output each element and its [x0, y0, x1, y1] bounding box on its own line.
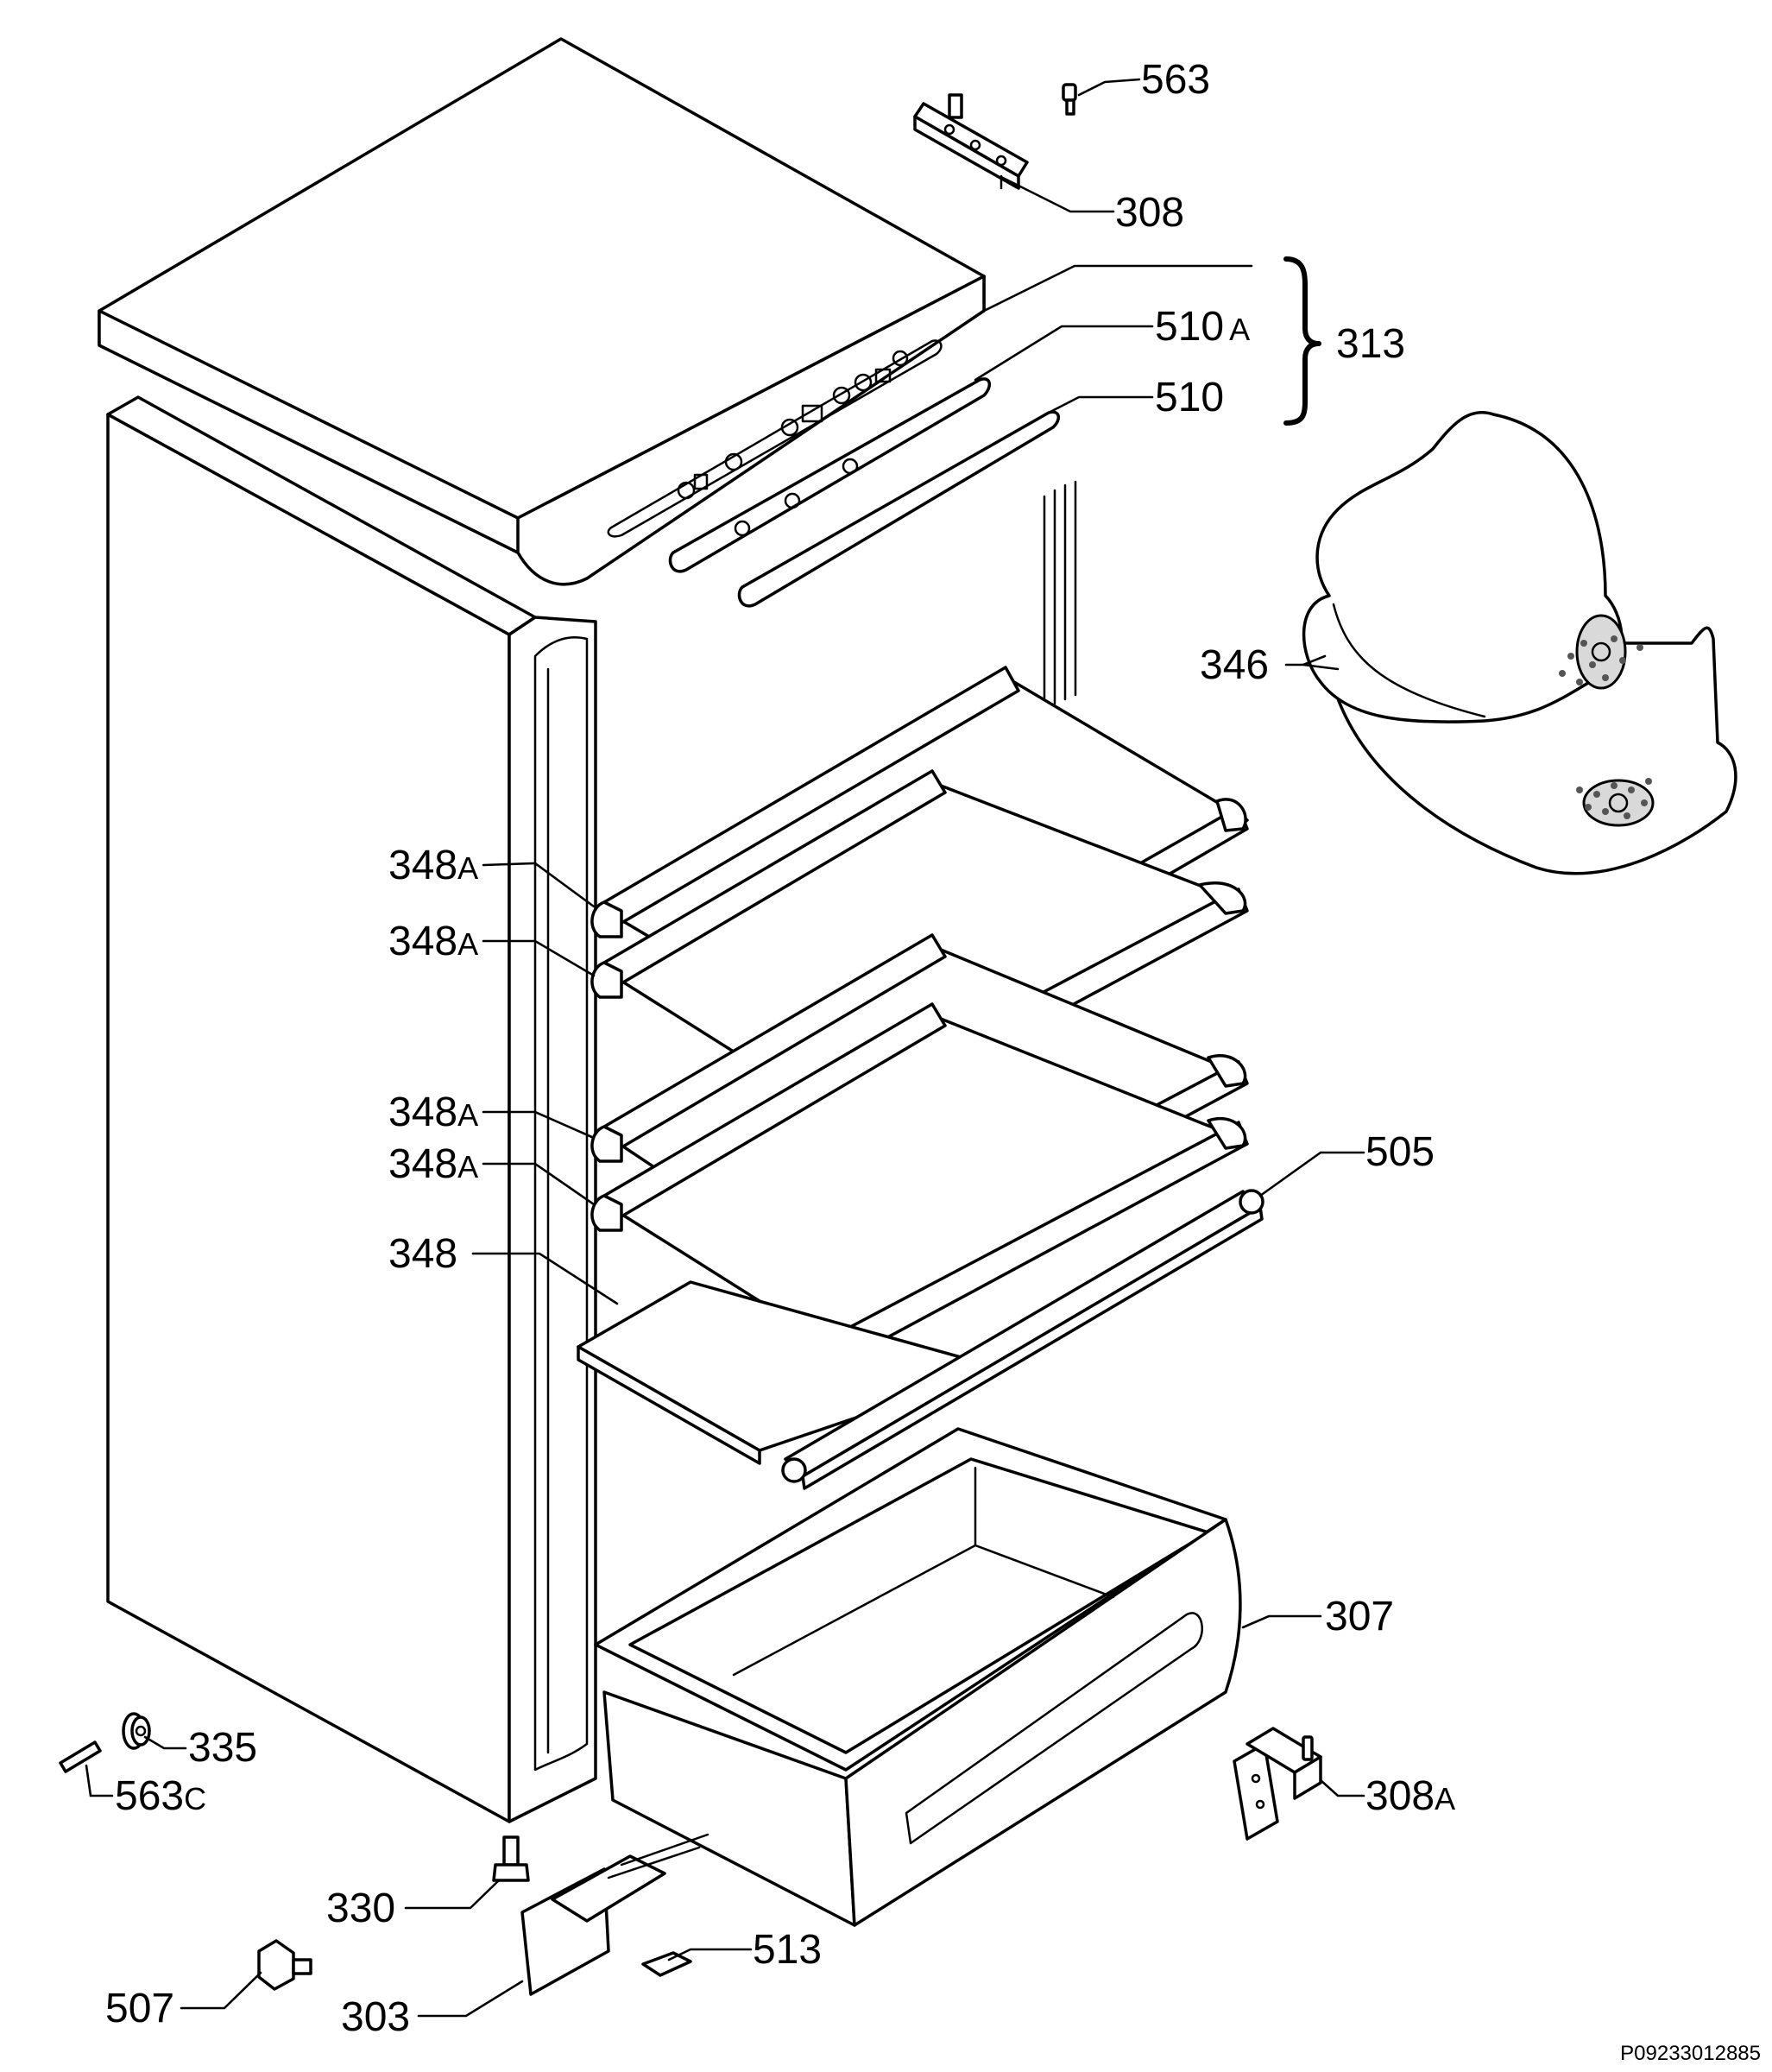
callout-563c: 563C	[115, 1773, 206, 1819]
callout-308a: 308A	[1365, 1773, 1455, 1819]
callout-330: 330	[326, 1886, 395, 1931]
top-hinge-308	[913, 93, 1029, 190]
callout-505: 505	[1365, 1129, 1435, 1175]
adjustable-foot-335	[122, 1712, 151, 1750]
callout-348a-3: 348A	[388, 1090, 478, 1135]
callout-313: 313	[1336, 321, 1405, 367]
callout-507: 507	[105, 1986, 174, 2031]
control-panel-trim-510	[737, 410, 1060, 608]
hinge-pin-563c	[59, 1740, 102, 1773]
callout-308: 308	[1115, 190, 1184, 236]
callout-513: 513	[753, 1927, 822, 1973]
callout-346: 346	[1200, 642, 1269, 688]
drawing-code: P09233012885	[1620, 2042, 1761, 2065]
top-cover-assembly	[98, 37, 986, 586]
callout-563: 563	[1141, 57, 1210, 103]
callout-335: 335	[188, 1725, 257, 1771]
callout-348a-2: 348A	[388, 919, 478, 964]
crisper-drawer-307	[594, 1427, 1242, 1927]
bottom-hinge-308a	[1233, 1727, 1322, 1841]
control-panel-trim-510a	[668, 377, 991, 573]
callout-348: 348	[388, 1231, 457, 1277]
assembly-bracket-313	[1283, 256, 1321, 426]
callout-307: 307	[1325, 1594, 1394, 1639]
callout-510: 510	[1155, 375, 1224, 420]
leader-lines	[85, 78, 1365, 2018]
callout-348a-1: 348A	[388, 843, 478, 888]
refrigerator-cabinet	[106, 395, 1077, 1823]
callout-303: 303	[341, 1994, 410, 2040]
cover-513	[641, 1951, 692, 1977]
screw-330	[492, 1835, 530, 1882]
callout-348a-4: 348A	[388, 1141, 478, 1187]
clip-507	[257, 1939, 312, 1991]
hinge-pin-563	[1062, 83, 1077, 116]
dome-light-cover-346	[1302, 411, 1737, 875]
plinth-cover-303	[520, 1833, 709, 1996]
shelf-rail-505	[781, 1189, 1264, 1490]
